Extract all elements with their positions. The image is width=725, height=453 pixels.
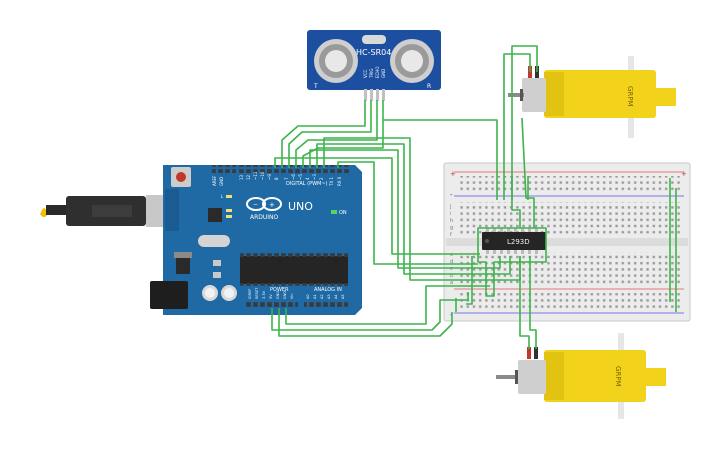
- apin-a3-label: A3: [327, 294, 331, 299]
- wire-motor-bottom-b[interactable]: [529, 256, 537, 349]
- dpin-2-label: 2: [319, 177, 324, 180]
- row-letter-j: j: [449, 204, 451, 210]
- dpin-5-label: ~5: [298, 174, 303, 180]
- reset-button-cap[interactable]: [176, 172, 186, 182]
- row-letter-g: g: [450, 225, 453, 231]
- rail-plus-label: +: [450, 170, 456, 178]
- ppin-3v3-label: 3.3V: [262, 290, 266, 299]
- wire-d3[interactable]: [337, 161, 478, 265]
- wire-5v[interactable]: [271, 292, 469, 331]
- wire-sensor-gnd[interactable]: [302, 100, 384, 168]
- wire-gnd[interactable]: [278, 308, 453, 337]
- dpin-12-label: 12: [246, 174, 251, 180]
- wire-sensor-echo[interactable]: [295, 100, 378, 168]
- apin-a1-label: A1: [313, 294, 317, 299]
- arduino-model-label: UNO: [288, 200, 313, 213]
- dpin-13-label: 13: [239, 174, 244, 180]
- svg-text:−: −: [253, 201, 258, 208]
- apin-a4-label: A4: [334, 294, 338, 299]
- dpin-8-label: 8: [274, 177, 279, 180]
- sensor-pin-gnd-label: GND: [381, 69, 386, 78]
- ppin-5v-label: 5V: [269, 294, 273, 299]
- apin-a2-label: A2: [320, 294, 324, 299]
- sensor-t-mark: T: [313, 83, 318, 90]
- rail-minus-label: -: [450, 191, 453, 199]
- wire-sensor-vcc[interactable]: [281, 100, 366, 168]
- arduino-uno[interactable]: DIGITAL (PWM~) AREF GND 13 12 ~11 ~10 ~9…: [150, 165, 362, 315]
- ppin-reset-label: RESET: [255, 287, 259, 299]
- analog-header-label: ANALOG IN: [314, 287, 342, 293]
- wire-sensor-gnd-bb[interactable]: [383, 119, 498, 200]
- power-jack[interactable]: [150, 281, 188, 309]
- digital-gnd-label: GND: [219, 177, 224, 186]
- svg-text:+: +: [269, 201, 275, 209]
- ppin-ioref-label: IOREF: [248, 289, 252, 299]
- ultrasonic-sensor[interactable]: HC-SR04 T R VCC TRIG ECHO GND: [307, 30, 441, 101]
- sensor-r-mark: R: [427, 83, 431, 90]
- row-letter-f: f: [450, 232, 452, 238]
- sensor-pin-trig-label: TRIG: [369, 68, 374, 79]
- wire-motor-top-a[interactable]: [503, 53, 531, 200]
- wire-bb-bottom-2[interactable]: [466, 256, 473, 305]
- wire-vin[interactable]: [285, 285, 490, 325]
- row-letter-e: e: [450, 252, 453, 258]
- ppin-gnd2-label: GND: [283, 291, 287, 299]
- wire-d5[interactable]: [316, 143, 511, 275]
- driver-ic[interactable]: L293D: [482, 228, 546, 254]
- motor-top-label: GRPM: [626, 86, 634, 107]
- row-letter-d: d: [450, 259, 453, 265]
- dpin-rx-label: RX 0: [337, 176, 342, 186]
- dpin-7-label: 7: [284, 177, 289, 180]
- wire-sensor-trig[interactable]: [288, 100, 372, 168]
- wire-motor-top-c[interactable]: [521, 117, 535, 228]
- row-letter-h: h: [450, 218, 453, 224]
- usb-cable[interactable]: [40, 195, 174, 227]
- motor-bottom[interactable]: GRPM: [496, 333, 666, 419]
- wire-d7[interactable]: [274, 157, 480, 255]
- wire-ic-loop[interactable]: [477, 227, 547, 297]
- dpin-9-label: ~9: [267, 174, 272, 180]
- aref-label: AREF: [212, 175, 217, 186]
- dpin-11-label: ~11: [253, 171, 258, 180]
- dpin-3-label: ~3: [312, 174, 317, 180]
- led-l-label: L: [221, 194, 224, 199]
- dpin-4-label: 4: [305, 177, 310, 180]
- dpin-6-label: ~6: [291, 174, 296, 180]
- row-letter-b: b: [450, 273, 453, 279]
- dpin-10-label: ~10: [260, 171, 265, 180]
- arduino-logo: − +: [246, 197, 282, 211]
- apin-a5-label: A5: [341, 294, 345, 299]
- wire-motor-bottom-a[interactable]: [519, 256, 530, 349]
- motor-bottom-label: GRPM: [614, 366, 622, 387]
- sensor-pin-vcc-label: VCC: [363, 69, 368, 78]
- wire-d6[interactable]: [309, 149, 501, 269]
- rail-plus-label-right: +: [681, 170, 687, 178]
- power-header-label: POWER: [270, 287, 289, 293]
- sensor-model-label: HC-SR04: [356, 48, 391, 57]
- row-letter-i: i: [450, 211, 451, 217]
- wires: [271, 45, 677, 349]
- arduino-brand-label: ARDUINO: [250, 214, 279, 221]
- on-led-label: ON: [339, 210, 347, 216]
- row-letter-a: a: [450, 280, 453, 286]
- driver-ic-label: L293D: [507, 238, 530, 246]
- ppin-vin-label: Vin: [290, 293, 294, 299]
- apin-a0-label: A0: [306, 294, 310, 299]
- breadboard: + - + - j i h g f e d c b a: [443, 162, 691, 322]
- dpin-tx-label: TX 1: [329, 177, 334, 187]
- ppin-gnd1-label: GND: [276, 291, 280, 299]
- row-letter-c: c: [450, 266, 453, 272]
- motor-top[interactable]: GRPM: [508, 56, 676, 138]
- sensor-pin-echo-label: ECHO: [375, 67, 380, 78]
- wire-motor-top-b[interactable]: [511, 45, 538, 228]
- digital-header-label: DIGITAL (PWM~): [286, 181, 328, 187]
